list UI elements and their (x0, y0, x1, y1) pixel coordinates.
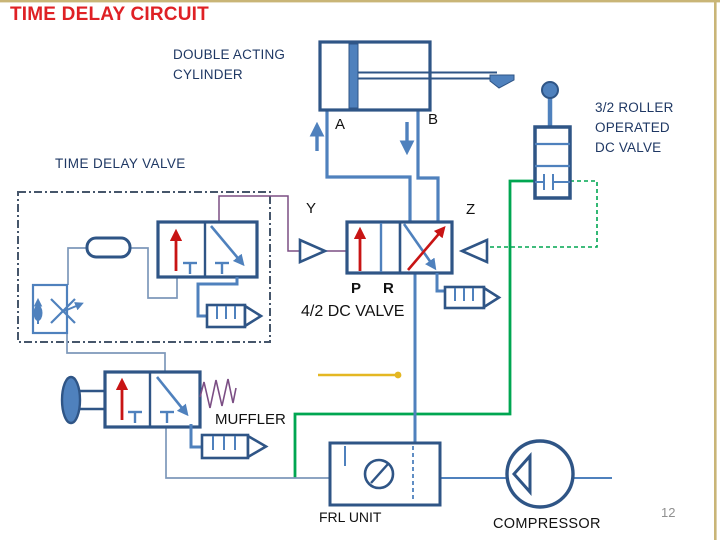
pilot-y-line (218, 195, 347, 252)
port-r-label: R (383, 280, 394, 297)
compressor-triangle (511, 452, 532, 496)
cross-flow-red (407, 225, 446, 271)
throttle-icon (50, 298, 84, 324)
time-delay-valve-label: TIME DELAY VALVE (55, 156, 186, 171)
port-a-pipe (325, 110, 412, 222)
push-valve-output-line (66, 333, 166, 372)
rod-end-cam (489, 74, 515, 89)
cross-flow-blue (402, 223, 437, 271)
pilot-z-triangle (458, 238, 489, 264)
double-acting-cylinder (318, 40, 515, 112)
muffler-label: MUFFLER (215, 411, 286, 428)
valve-cross-arrow (210, 225, 245, 267)
frl-unit (328, 441, 442, 507)
push-button-valve (60, 370, 237, 429)
port-a-label: A (335, 116, 346, 133)
push-valve-muffler (189, 424, 269, 460)
exhaust-t-symbol (183, 261, 229, 274)
pilot-y-label: Y (306, 200, 317, 217)
page-title: TIME DELAY CIRCUIT (10, 4, 209, 25)
cylinder-label-line1: DOUBLE ACTING (173, 47, 286, 62)
valve-cross-arrow (155, 376, 189, 417)
push-button (60, 375, 82, 425)
compressor-label: COMPRESSOR (493, 516, 601, 532)
slide-border-right (714, 0, 717, 540)
green-pilot-dashed-line (487, 180, 598, 248)
roller-valve-label-line2: OPERATED (595, 120, 670, 135)
reservoir-inlet-line (67, 247, 87, 285)
air-reservoir (85, 236, 132, 259)
cylinder-label-line2: CYLINDER (173, 67, 243, 82)
port-p-label: P (351, 280, 362, 297)
roller-valve-label-line1: 3/2 ROLLER (595, 100, 674, 115)
flow-control-valve (31, 283, 84, 335)
reservoir-pilot-line (130, 247, 178, 299)
page-number: 12 (661, 505, 676, 520)
pilot-y-triangle (298, 238, 329, 264)
pilot-z-label: Z (466, 201, 476, 218)
yellow-pointer (318, 371, 402, 379)
valve-contact-symbol (535, 174, 570, 190)
slide-border-top (0, 0, 720, 3)
port-b-label: B (428, 111, 439, 128)
port-b-pipe (416, 110, 440, 222)
compressor (505, 439, 575, 509)
frl-unit-label: FRL UNIT (319, 509, 382, 525)
piston-rod (358, 71, 497, 80)
exhaust-t-symbol (128, 410, 174, 423)
time-delay-muffler (196, 277, 264, 329)
roller-valve (533, 81, 572, 200)
roller-valve-label-line3: DC VALVE (595, 140, 662, 155)
time-delay-valve-3-2 (156, 220, 259, 279)
push-valve-supply-line (165, 427, 330, 479)
piston (348, 43, 359, 109)
check-valve-icon (33, 297, 43, 324)
green-supply-line (293, 179, 535, 478)
regulator-icon (363, 458, 395, 490)
dc-valve-label: 4/2 DC VALVE (301, 303, 405, 320)
time-delay-box (17, 191, 271, 343)
dc-valve-muffler (435, 273, 502, 310)
dc-valve-4-2 (345, 220, 454, 275)
spring-icon (199, 378, 237, 409)
roller-icon (541, 81, 559, 99)
